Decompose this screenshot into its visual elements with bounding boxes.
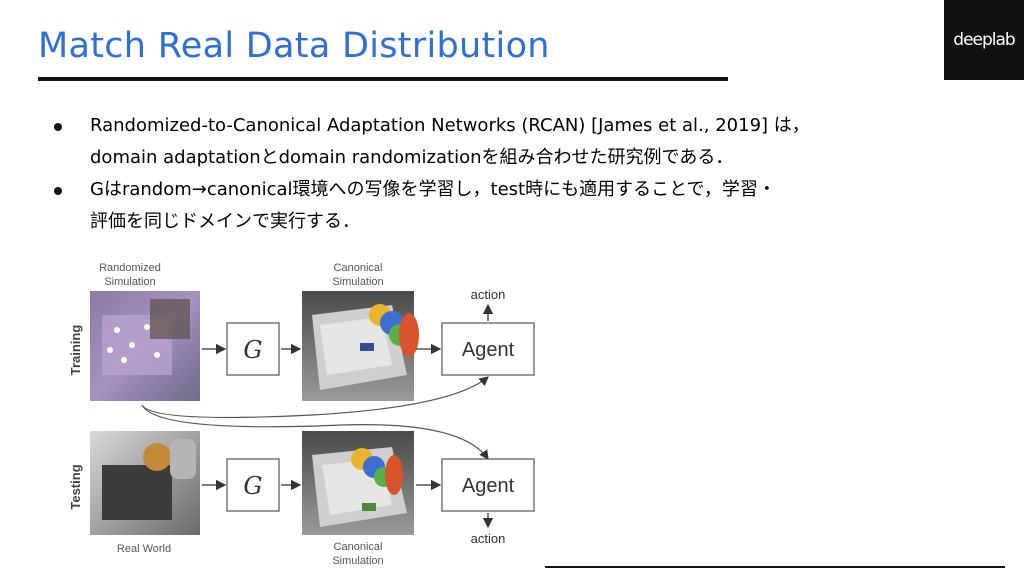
bullet-list: Randomized-to-Canonical Adaptation Netwo… bbox=[50, 110, 990, 238]
rcan-figure: Randomized Simulation Canonical Simulati… bbox=[62, 255, 548, 571]
bullet-line: Randomized-to-Canonical Adaptation Netwo… bbox=[90, 115, 810, 136]
bullet-line: domain adaptationとdomain randomizationを組… bbox=[90, 147, 734, 168]
bullet-dot-icon bbox=[54, 187, 62, 195]
rcan-diagram: Randomized Simulation Canonical Simulati… bbox=[68, 262, 535, 567]
agent-label-training: Agent bbox=[462, 339, 515, 361]
deeplab-logo: deeplab bbox=[944, 0, 1024, 80]
real-world-image bbox=[90, 431, 200, 535]
bullet-item: Randomized-to-Canonical Adaptation Netwo… bbox=[50, 110, 990, 174]
bullet-item: Gはrandom→canonical環境への写像を学習し，test時にも適用する… bbox=[50, 174, 990, 238]
row-label-testing: Testing bbox=[68, 464, 83, 509]
caption-canonical-sim-top-2: Simulation bbox=[332, 276, 383, 288]
agent-label-testing: Agent bbox=[462, 475, 515, 497]
canonical-simulation-image-bottom bbox=[302, 431, 414, 535]
generator-g-testing: G bbox=[243, 472, 262, 500]
generator-g-training: G bbox=[243, 336, 262, 364]
caption-randomized-sim-1: Randomized bbox=[99, 262, 161, 274]
page-title: Match Real Data Distribution bbox=[38, 26, 550, 66]
logo-text: deeplab bbox=[953, 30, 1015, 50]
bullet-dot-icon bbox=[54, 123, 62, 131]
caption-canonical-sim-bottom-1: Canonical bbox=[334, 541, 383, 553]
caption-randomized-sim-2: Simulation bbox=[104, 276, 155, 288]
canonical-simulation-image-top bbox=[302, 291, 419, 401]
bullet-line: Gはrandom→canonical環境への写像を学習し，test時にも適用する… bbox=[90, 179, 776, 200]
randomized-simulation-image bbox=[90, 291, 200, 401]
caption-real-world: Real World bbox=[117, 543, 171, 555]
bottom-rule bbox=[545, 566, 1005, 568]
action-label-top: action bbox=[471, 287, 506, 302]
bullet-line: 評価を同じドメインで実行する． bbox=[90, 211, 360, 232]
row-label-training: Training bbox=[68, 325, 83, 376]
caption-canonical-sim-bottom-2: Simulation bbox=[332, 555, 383, 567]
caption-canonical-sim-top-1: Canonical bbox=[334, 262, 383, 274]
action-label-bottom: action bbox=[471, 531, 506, 546]
title-underline bbox=[38, 77, 728, 81]
